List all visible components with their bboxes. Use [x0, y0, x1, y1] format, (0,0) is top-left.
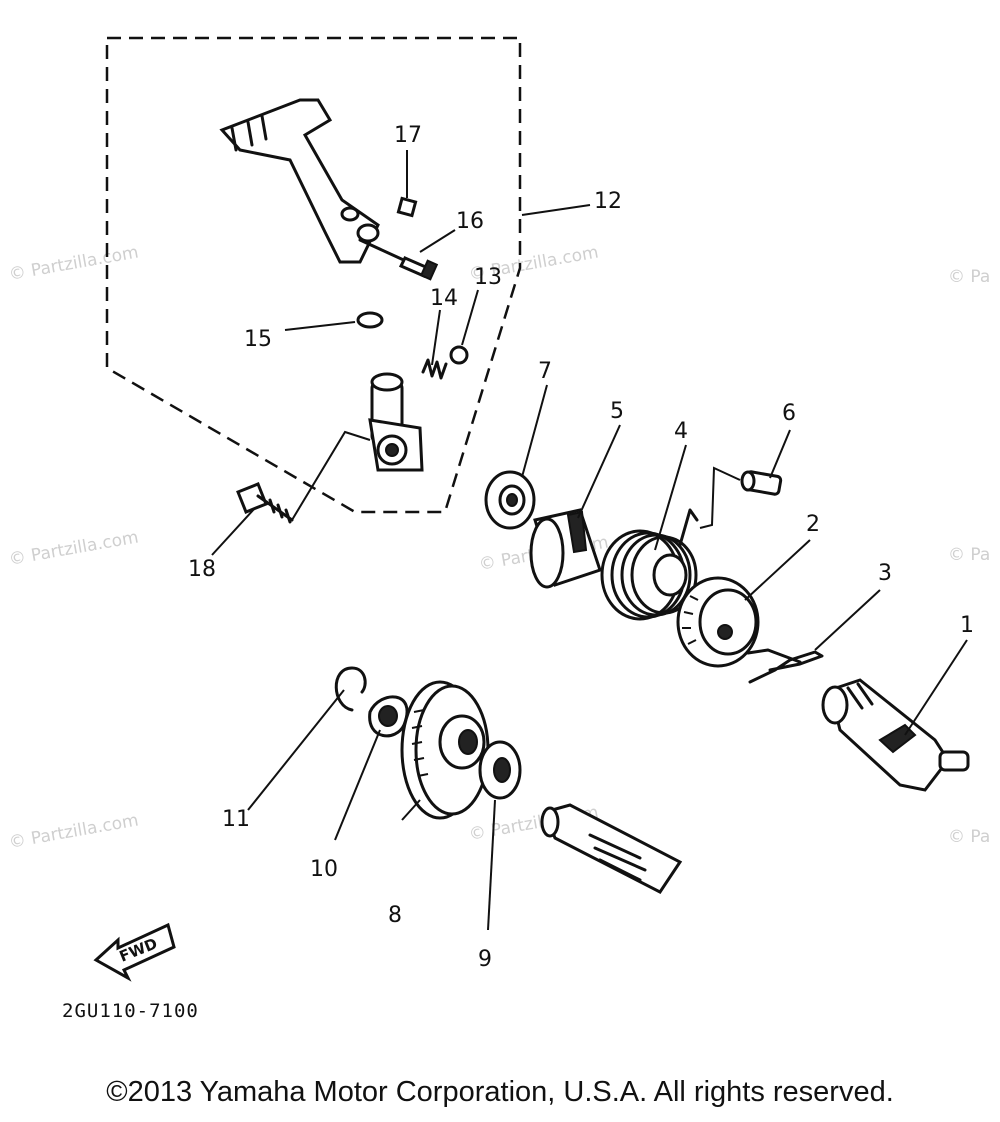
- part-4-reference-line: [699, 466, 741, 529]
- part-1-kick-axle: [821, 678, 970, 792]
- callout-14: 14: [430, 286, 458, 311]
- callout-9: 9: [478, 947, 492, 972]
- callout-13: 13: [474, 265, 502, 290]
- callout-10: 10: [310, 857, 338, 882]
- callout-6: 6: [782, 401, 796, 426]
- kick-lever: [219, 98, 380, 264]
- part-18-bolt: [236, 482, 294, 524]
- callout-15: 15: [244, 327, 272, 352]
- part-15-clip: [356, 311, 384, 329]
- callout-5: 5: [610, 399, 624, 424]
- callout-4: 4: [674, 419, 688, 444]
- callout-18: 18: [188, 557, 216, 582]
- mainshaft-reference: [540, 803, 683, 894]
- part-9-washer: [478, 740, 522, 800]
- callout-3: 3: [878, 561, 892, 586]
- callout-1: 1: [960, 613, 974, 638]
- diagram-code: 2GU110-7100: [62, 1000, 199, 1022]
- callout-8: 8: [388, 903, 402, 928]
- part-2-ratchet: [676, 576, 760, 668]
- part-13-ball: [449, 345, 469, 365]
- watermark: © Partzilla.com: [7, 242, 140, 284]
- part-7-bearing: [484, 470, 536, 530]
- callout-leaders: [211, 150, 968, 931]
- part-10-washer: [368, 695, 409, 738]
- part-6-pin: [740, 470, 783, 496]
- callout-12: 12: [594, 189, 622, 214]
- watermark: © Partzilla.com: [7, 810, 140, 852]
- part-8-idle-gear: [400, 680, 490, 820]
- watermark: © Pa: [948, 827, 990, 847]
- part-4-torsion-spring: [600, 508, 699, 621]
- part-3-clip: [746, 648, 824, 684]
- callout-7: 7: [538, 359, 552, 384]
- callout-2: 2: [806, 512, 820, 537]
- forward-direction-arrow: FWD: [93, 922, 176, 982]
- watermark: © Pa: [948, 545, 990, 565]
- part-17-nut: [396, 196, 418, 218]
- part-11-circlip: [334, 666, 367, 712]
- watermark: © Partzilla.com: [7, 527, 140, 569]
- callout-16: 16: [456, 209, 484, 234]
- part-18-reference-line: [291, 430, 371, 521]
- part-16-bolt: [358, 238, 439, 281]
- part-5-spring-guide: [529, 508, 602, 589]
- part-14-spring: [421, 358, 448, 380]
- callout-11: 11: [222, 807, 250, 832]
- copyright-notice: ©2013 Yamaha Motor Corporation, U.S.A. A…: [106, 1076, 894, 1108]
- callout-17: 17: [394, 123, 422, 148]
- watermark: © Pa: [948, 267, 990, 287]
- callout-labels: 1 2 3 4 5 6 7 8 9 10 11 12 13 14 15 16 1…: [188, 123, 974, 972]
- kick-boss: [368, 372, 424, 472]
